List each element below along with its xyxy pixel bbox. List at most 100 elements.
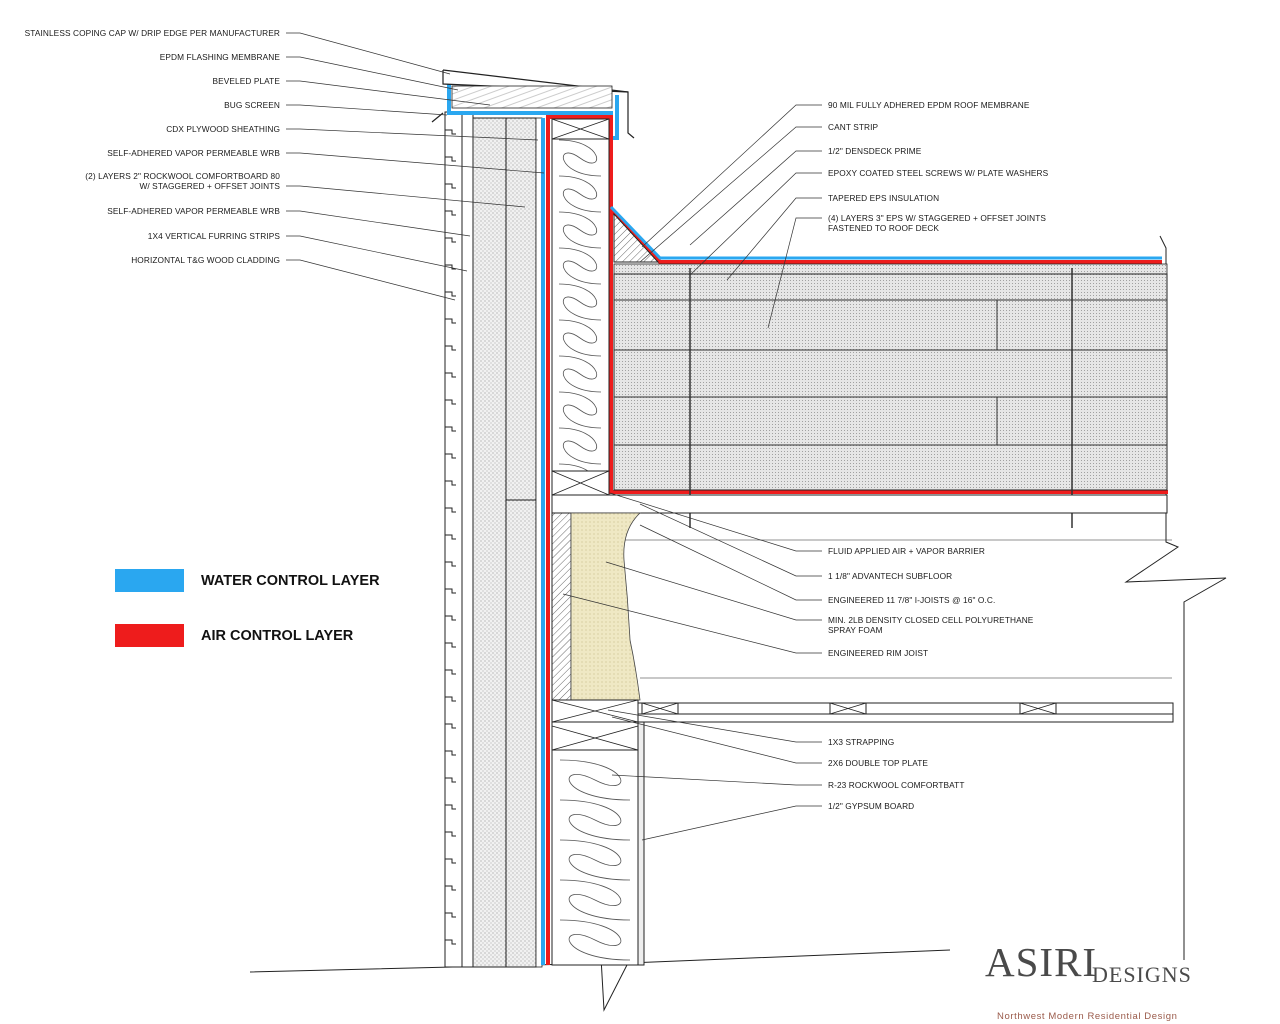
- label-furring: 1X4 VERTICAL FURRING STRIPS: [148, 231, 280, 241]
- label-cladding: HORIZONTAL T&G WOOD CLADDING: [131, 255, 280, 265]
- label-eps-line2: FASTENED TO ROOF DECK: [828, 223, 940, 233]
- label-strap: 1X3 STRAPPING: [828, 737, 894, 747]
- leader-bug: [286, 104, 448, 116]
- label-bug-line1: BUG SCREEN: [224, 100, 280, 110]
- label-batt: R-23 ROCKWOOL COMFORTBATT: [828, 780, 965, 790]
- rim-joist: [551, 512, 572, 701]
- leader-wrb1: [286, 152, 545, 174]
- label-coping: STAINLESS COPING CAP W/ DRIP EDGE PER MA…: [25, 28, 280, 38]
- label-foam-line1: MIN. 2LB DENSITY CLOSED CELL POLYURETHAN…: [828, 615, 1034, 625]
- leader-rockwool: [286, 185, 526, 208]
- leader-epdm-roof: [641, 104, 822, 248]
- label-screws-line1: EPOXY COATED STEEL SCREWS W/ PLATE WASHE…: [828, 168, 1049, 178]
- legend-water-swatch: [115, 569, 184, 592]
- label-densdeck: 1/2" DENSDECK PRIME: [828, 146, 921, 156]
- label-rim-line1: ENGINEERED RIM JOIST: [828, 648, 929, 658]
- leader-fluid: [609, 492, 822, 552]
- label-wrb2: SELF-ADHERED VAPOR PERMEABLE WRB: [107, 206, 280, 216]
- leader-rim: [562, 593, 822, 654]
- legend-air-label: AIR CONTROL LAYER: [201, 627, 354, 644]
- label-rockwool-line1: (2) LAYERS 2" ROCKWOOL COMFORTBOARD 80: [85, 171, 280, 181]
- label-strap-line1: 1X3 STRAPPING: [828, 737, 895, 747]
- leader-beveled: [286, 80, 491, 106]
- label-plate-line1: 2X6 DOUBLE TOP PLATE: [828, 758, 929, 768]
- rockwool-comfortboard-2: [505, 117, 537, 968]
- label-gyp-line1: 1/2" GYPSUM BOARD: [828, 801, 915, 811]
- ceiling-assembly: [551, 699, 1174, 751]
- subfloor: [551, 494, 1168, 514]
- label-densdeck-line1: 1/2" DENSDECK PRIME: [828, 146, 922, 156]
- leader-wrb2: [286, 210, 471, 237]
- leader-epdm-flash: [286, 56, 459, 91]
- air-control-layer: [546, 115, 1168, 965]
- leader-joists: [639, 524, 822, 601]
- rockwool-comfortboard: [472, 117, 507, 968]
- leader-subfloor: [639, 503, 822, 577]
- label-cdx: CDX PLYWOOD SHEATHING: [166, 124, 280, 134]
- epdm-roof-membrane: [609, 205, 1162, 260]
- roof-insulation: [613, 263, 1168, 528]
- label-wrb1-line1: SELF-ADHERED VAPOR PERMEABLE WRB: [107, 148, 280, 158]
- leader-plate: [611, 716, 822, 764]
- legend-air: AIR CONTROL LAYER: [115, 624, 353, 647]
- label-cdx-line1: CDX PLYWOOD SHEATHING: [166, 124, 280, 134]
- label-joists-line1: ENGINEERED 11 7/8" I-JOISTS @ 16" O.C.: [828, 595, 996, 605]
- leader-tapered: [726, 197, 822, 281]
- leader-strap: [607, 709, 822, 743]
- leader-batt: [611, 774, 822, 786]
- leader-eps: [767, 217, 822, 329]
- label-joists: ENGINEERED 11 7/8" I-JOISTS @ 16" O.C.: [828, 595, 995, 605]
- label-rim: ENGINEERED RIM JOIST: [828, 648, 928, 658]
- label-batt-line1: R-23 ROCKWOOL COMFORTBATT: [828, 780, 965, 790]
- label-fluid: FLUID APPLIED AIR + VAPOR BARRIER: [828, 546, 985, 556]
- label-fluid-line1: FLUID APPLIED AIR + VAPOR BARRIER: [828, 546, 985, 556]
- label-rockwool-line2: W/ STAGGERED + OFFSET JOINTS: [139, 181, 280, 191]
- label-cladding-line1: HORIZONTAL T&G WOOD CLADDING: [131, 255, 280, 265]
- parapet-framing: [551, 118, 610, 501]
- label-beveled: BEVELED PLATE: [212, 76, 280, 86]
- leader-coping: [286, 32, 451, 75]
- label-epdm-flash: EPDM FLASHING MEMBRANE: [160, 52, 280, 62]
- label-beveled-line1: BEVELED PLATE: [212, 76, 280, 86]
- brand-logo-sub: DESIGNS: [1092, 962, 1192, 987]
- legend-water: WATER CONTROL LAYER: [115, 569, 380, 592]
- brand-tagline: Northwest Modern Residential Design: [997, 1011, 1178, 1022]
- coping-cap: [431, 69, 635, 139]
- label-coping-line1: STAINLESS COPING CAP W/ DRIP EDGE PER MA…: [24, 28, 280, 38]
- label-epdm-roof: 90 MIL FULLY ADHERED EPDM ROOF MEMBRANE: [828, 100, 1030, 110]
- leader-screws: [689, 172, 822, 276]
- label-foam: MIN. 2LB DENSITY CLOSED CELL POLYURETHAN…: [828, 615, 1033, 635]
- label-plate: 2X6 DOUBLE TOP PLATE: [828, 758, 928, 768]
- cant-strip: [613, 212, 660, 263]
- label-tapered: TAPERED EPS INSULATION: [828, 193, 939, 203]
- furring-strips: [461, 111, 474, 968]
- label-wrb2-line1: SELF-ADHERED VAPOR PERMEABLE WRB: [107, 206, 280, 216]
- label-subfloor-line1: 1 1/8" ADVANTECH SUBFLOOR: [828, 571, 953, 581]
- label-gyp: 1/2" GYPSUM BOARD: [828, 801, 914, 811]
- leader-lines: [286, 32, 822, 841]
- leader-furring: [286, 235, 468, 272]
- label-subfloor: 1 1/8" ADVANTECH SUBFLOOR: [828, 571, 952, 581]
- label-foam-line2: SPRAY FOAM: [828, 625, 883, 635]
- label-cant: CANT STRIP: [828, 122, 878, 132]
- legend-air-swatch: [115, 624, 184, 647]
- label-wrb1: SELF-ADHERED VAPOR PERMEABLE WRB: [107, 148, 280, 158]
- leader-cant: [639, 126, 822, 263]
- leader-cladding: [286, 259, 456, 301]
- leader-densdeck: [689, 150, 822, 246]
- leader-foam: [605, 561, 822, 621]
- spray-foam: [570, 512, 642, 701]
- label-bug: BUG SCREEN: [224, 100, 280, 110]
- label-epdm-flash-line1: EPDM FLASHING MEMBRANE: [159, 52, 280, 62]
- legend-water-label: WATER CONTROL LAYER: [201, 572, 380, 589]
- leader-cdx: [286, 128, 539, 141]
- label-tapered-line1: TAPERED EPS INSULATION: [828, 193, 940, 203]
- label-furring-line1: 1X4 VERTICAL FURRING STRIPS: [147, 231, 280, 241]
- label-cant-line1: CANT STRIP: [828, 122, 879, 132]
- label-eps-line1: (4) LAYERS 3" EPS W/ STAGGERED + OFFSET …: [828, 213, 1047, 223]
- label-eps: (4) LAYERS 3" EPS W/ STAGGERED + OFFSET …: [828, 213, 1046, 233]
- lower-wall-batt: [551, 721, 645, 966]
- steel-screws: [689, 268, 1073, 528]
